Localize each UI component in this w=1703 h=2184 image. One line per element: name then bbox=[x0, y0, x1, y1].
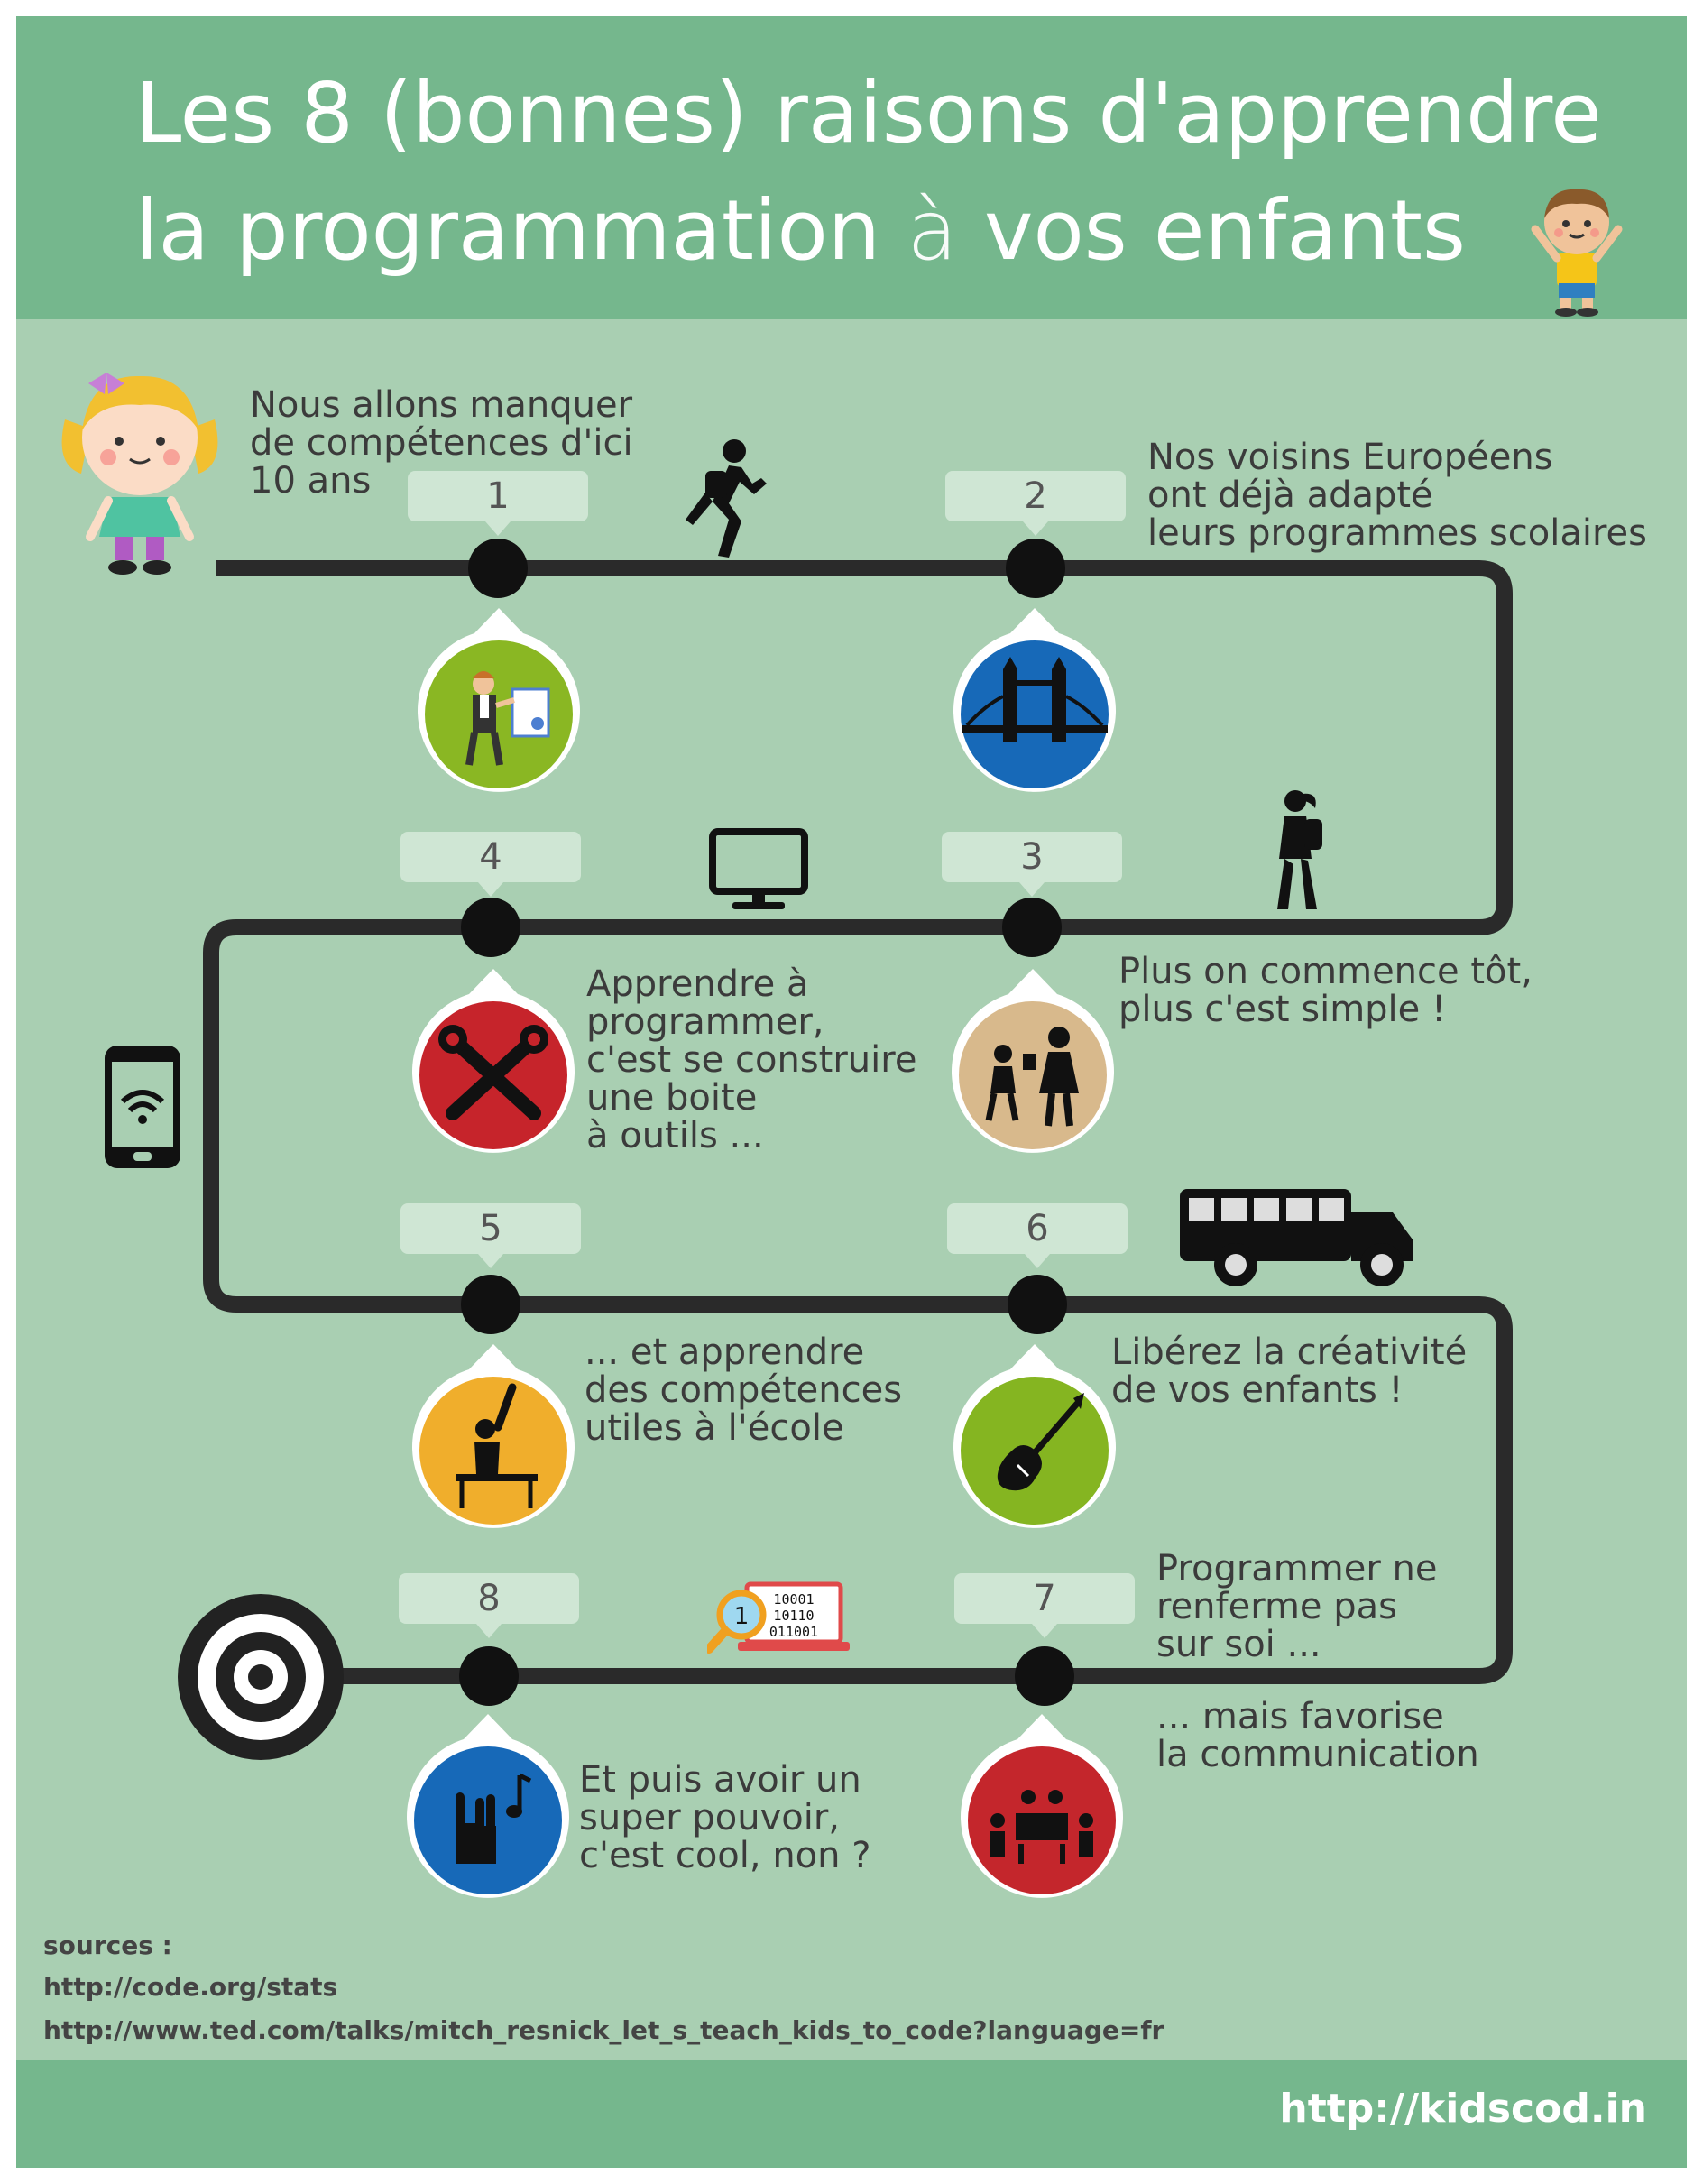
header-band bbox=[16, 16, 1687, 319]
road-dot-3 bbox=[1002, 898, 1062, 957]
boy-illustration-icon bbox=[1531, 189, 1623, 317]
step-number-6: 6 bbox=[947, 1203, 1128, 1268]
reason-7-text-2: ... mais favorise la communication bbox=[1156, 1696, 1479, 1775]
badge-student-hand-raised-icon bbox=[412, 1344, 575, 1528]
smartphone-wifi-icon bbox=[105, 1046, 180, 1168]
step-number-5: 5 bbox=[400, 1203, 581, 1268]
footer-band bbox=[16, 2060, 1687, 2168]
badge-tower-bridge-icon bbox=[953, 608, 1116, 792]
reason-4-text: Apprendre à programmer, c'est se constru… bbox=[586, 963, 917, 1157]
reason-5-text: ... et apprendre des compétences utiles … bbox=[585, 1332, 903, 1449]
target-icon bbox=[178, 1594, 344, 1760]
road-dot-5 bbox=[461, 1275, 520, 1334]
walking-girl-backpack-icon bbox=[1277, 790, 1322, 909]
title-line-2-accent: à bbox=[907, 182, 958, 279]
svg-text:1: 1 bbox=[734, 1603, 750, 1630]
reason-2-text: Nos voisins Européens ont déjà adapté le… bbox=[1147, 437, 1648, 554]
road-dot-6 bbox=[1008, 1275, 1067, 1334]
svg-text:10110: 10110 bbox=[773, 1608, 814, 1624]
svg-text:10001: 10001 bbox=[773, 1591, 814, 1608]
badge-parent-child-icon bbox=[952, 969, 1114, 1153]
step-number-1: 1 bbox=[408, 471, 588, 536]
badge-electric-guitar-icon bbox=[953, 1344, 1116, 1528]
svg-text:011001: 011001 bbox=[769, 1624, 818, 1640]
road-dot-4 bbox=[461, 898, 520, 957]
reason-3-text: Plus on commence tôt, plus c'est simple … bbox=[1118, 951, 1533, 1030]
badge-businessman-diploma-icon bbox=[418, 608, 580, 792]
badge-rock-hand-icon bbox=[407, 1714, 569, 1898]
title-line-2-part1: la programmation bbox=[135, 182, 907, 279]
road-dot-7 bbox=[1015, 1646, 1074, 1706]
road-dot-2 bbox=[1006, 539, 1065, 598]
step-number-3: 3 bbox=[942, 832, 1122, 897]
site-url-link[interactable]: http://kidscod.in bbox=[1279, 2086, 1647, 2132]
source-link-ted[interactable]: http://www.ted.com/talks/mitch_resnick_l… bbox=[43, 2015, 1164, 2045]
sources-label: sources : bbox=[43, 1931, 172, 1960]
step-number-8: 8 bbox=[399, 1573, 579, 1638]
step-number-4: 4 bbox=[400, 832, 581, 897]
road-dot-8 bbox=[459, 1646, 519, 1706]
monitor-icon bbox=[709, 828, 808, 909]
girl-illustration-icon bbox=[61, 373, 218, 575]
badge-tools-icon bbox=[412, 969, 575, 1153]
magnifier-binary-laptop-icon: 10001 10110 011001 1 bbox=[707, 1581, 850, 1654]
title-line-1: Les 8 (bonnes) raisons d'apprendre bbox=[135, 65, 1602, 161]
reason-1-text: Nous allons manquer de compétences d'ici… bbox=[250, 384, 633, 502]
running-person-icon bbox=[686, 439, 767, 558]
title-line-2-part2: vos enfants bbox=[957, 182, 1466, 279]
title-line-2: la programmation à vos enfants bbox=[135, 189, 1466, 272]
reason-7-text: Programmer ne renferme pas sur soi ... bbox=[1156, 1548, 1438, 1665]
badge-meeting-table-icon bbox=[961, 1714, 1123, 1898]
step-number-7: 7 bbox=[954, 1573, 1135, 1638]
reason-8-text: Et puis avoir un super pouvoir, c'est co… bbox=[579, 1759, 871, 1876]
school-bus-icon bbox=[1180, 1189, 1413, 1286]
road-dot-1 bbox=[468, 539, 528, 598]
step-number-2: 2 bbox=[945, 471, 1126, 536]
reason-6-text: Libérez la créativité de vos enfants ! bbox=[1111, 1332, 1468, 1411]
road-line bbox=[203, 560, 1513, 1684]
source-link-code-org[interactable]: http://code.org/stats bbox=[43, 1972, 338, 2002]
